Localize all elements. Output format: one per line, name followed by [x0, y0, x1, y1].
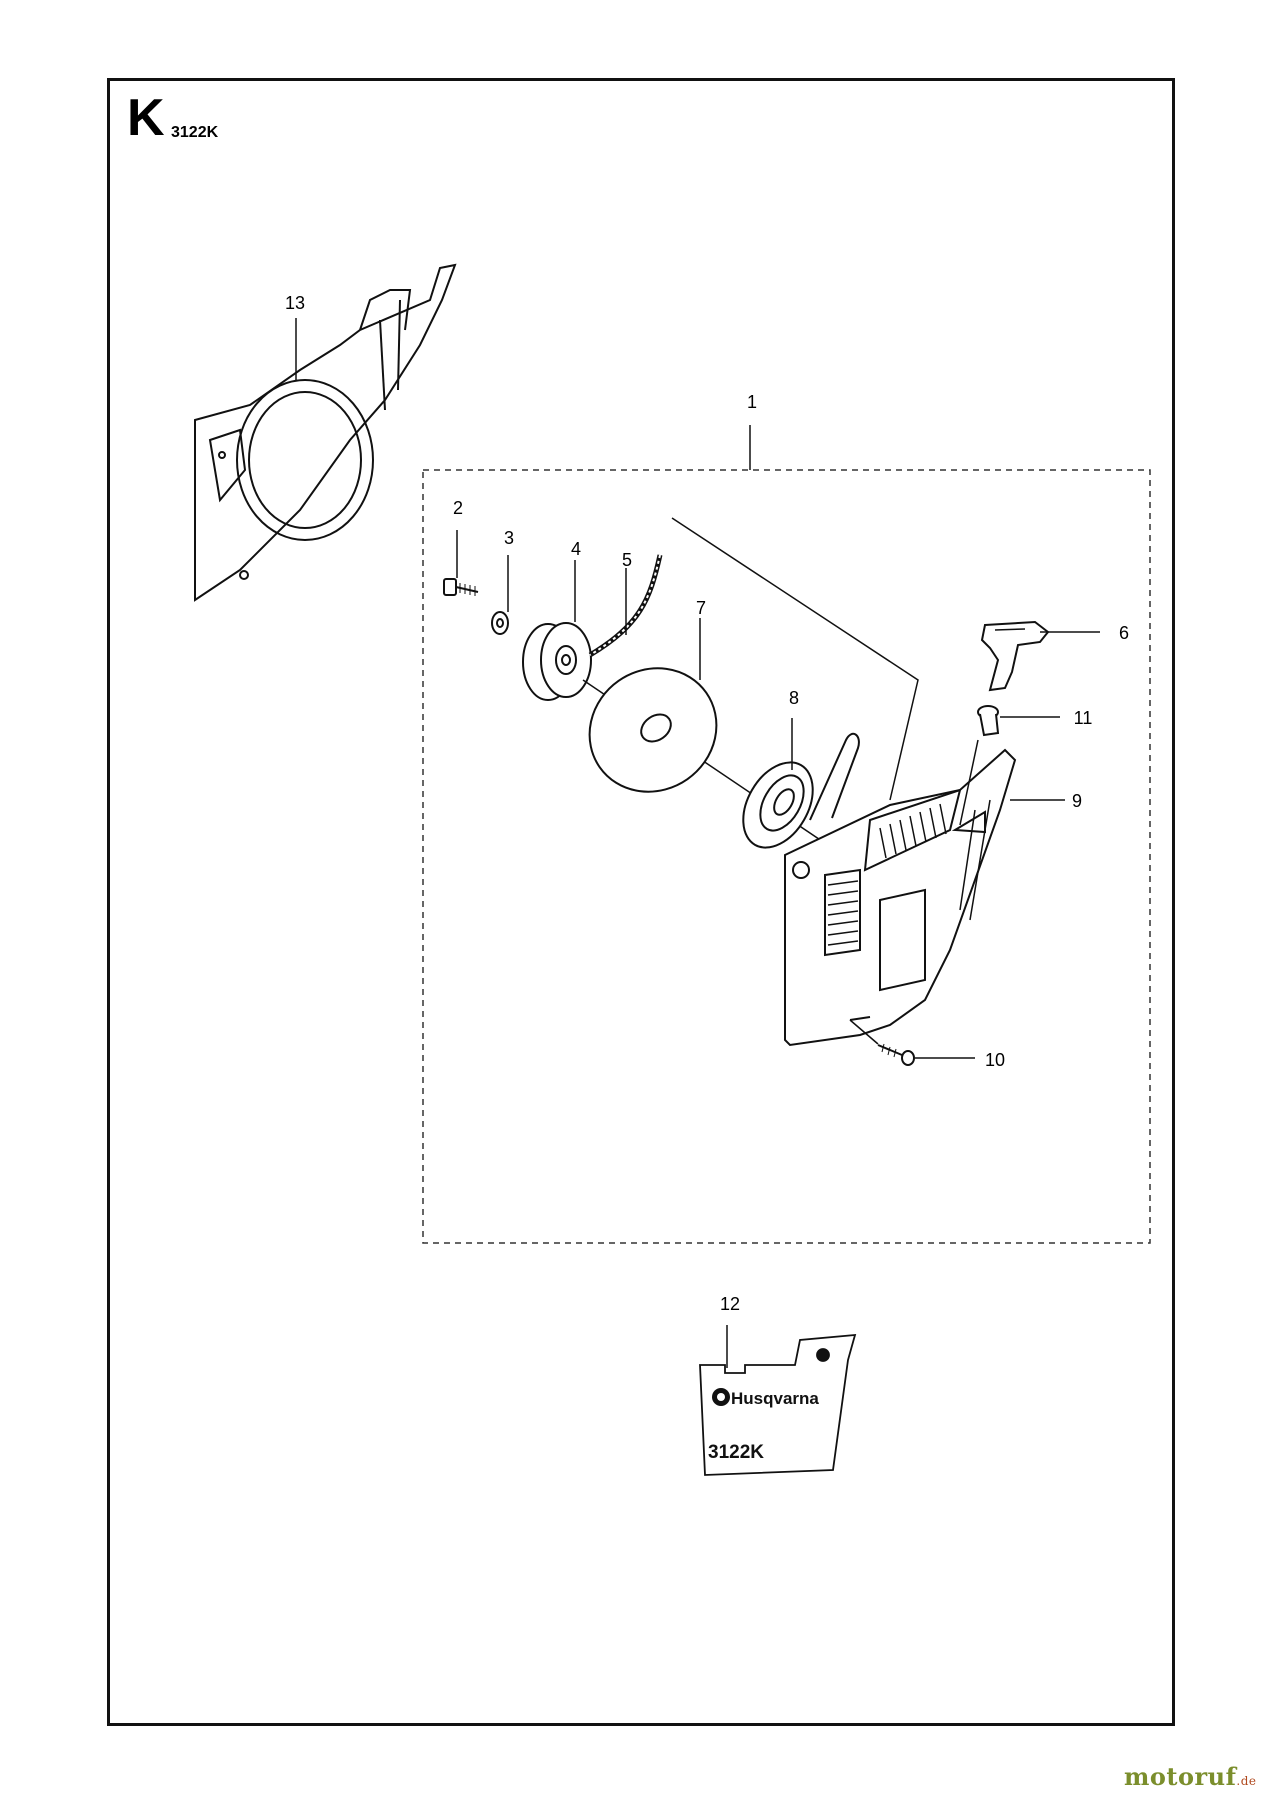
callout-13: 13	[285, 293, 305, 313]
screw-axis-line	[849, 1019, 879, 1045]
callout-4: 4	[571, 539, 581, 559]
watermark-tld: .de	[1236, 1774, 1257, 1788]
part-7-disc	[588, 667, 718, 793]
decal-logo-icon	[712, 1388, 730, 1406]
callout-5: 5	[622, 550, 632, 570]
page-frame	[107, 78, 1175, 1726]
part-5-cord	[588, 554, 663, 658]
part-4-pulley	[522, 622, 592, 701]
part-6-handle	[980, 620, 1050, 692]
callout-2: 2	[453, 498, 463, 518]
callout-8: 8	[789, 688, 799, 708]
part-2-bolt	[443, 578, 479, 596]
watermark: motoruf.de	[1124, 1762, 1257, 1791]
cord-routing-line	[671, 517, 919, 801]
callout-10: 10	[985, 1050, 1005, 1070]
part-9-housing	[784, 748, 1017, 1047]
callout-12: 12	[720, 1294, 740, 1314]
section-letter: K	[127, 89, 165, 147]
watermark-name: motoruf	[1124, 1762, 1237, 1791]
part-12-decal	[699, 1333, 857, 1476]
part-11-rope-guide	[977, 705, 1000, 737]
part-8-spring	[742, 732, 860, 849]
callout-7: 7	[696, 598, 706, 618]
part-13-cover	[194, 263, 457, 602]
assembly-group-box	[422, 469, 1151, 1244]
callout-11: 11	[1074, 708, 1093, 728]
model-number: 3122K	[171, 124, 219, 141]
callout-6: 6	[1119, 623, 1129, 643]
callout-9: 9	[1072, 791, 1082, 811]
callout-3: 3	[504, 528, 514, 548]
part-5-cord-texture	[589, 554, 661, 656]
decal-model: 3122K	[708, 1442, 764, 1463]
callout-1: 1	[747, 392, 757, 412]
decal-brand: Husqvarna	[731, 1389, 819, 1408]
cord-to-housing-line	[959, 739, 979, 826]
part-3-washer	[491, 611, 509, 635]
part-10-screw	[877, 1043, 915, 1066]
